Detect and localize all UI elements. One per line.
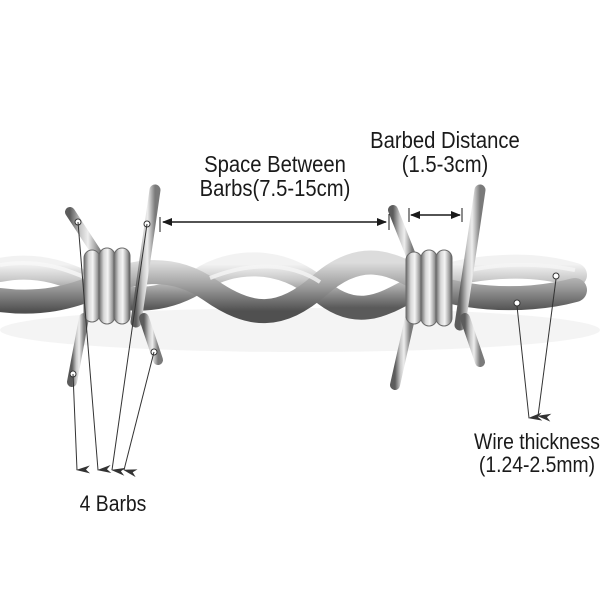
barbed-distance-line2: (1.5-3cm) bbox=[401, 151, 489, 178]
wire-thickness-leader-lines bbox=[513, 272, 560, 422]
space-between-barbs-label: Space Between Barbs(7.5-15cm) bbox=[196, 152, 354, 200]
barbed-distance-label: Barbed Distance (1.5-3cm) bbox=[361, 128, 528, 176]
barbed-distance-dimension bbox=[408, 208, 463, 222]
wire-thickness-line2: (1.24-2.5mm) bbox=[478, 452, 596, 478]
four-barbs-text: 4 Barbs bbox=[79, 491, 147, 516]
barb-group-right bbox=[388, 184, 486, 390]
four-barbs-label: 4 Barbs bbox=[65, 492, 162, 515]
space-between-dimension bbox=[159, 214, 390, 232]
wire-thickness-line1: Wire thickness bbox=[474, 429, 600, 454]
space-between-line1: Space Between bbox=[204, 151, 346, 177]
barbs-leader-lines bbox=[72, 221, 155, 478]
barbed-distance-line1: Barbed Distance bbox=[370, 127, 520, 153]
space-between-line2: Barbs(7.5-15cm) bbox=[199, 175, 351, 202]
wire-thickness-label: Wire thickness (1.24-2.5mm) bbox=[471, 430, 600, 476]
